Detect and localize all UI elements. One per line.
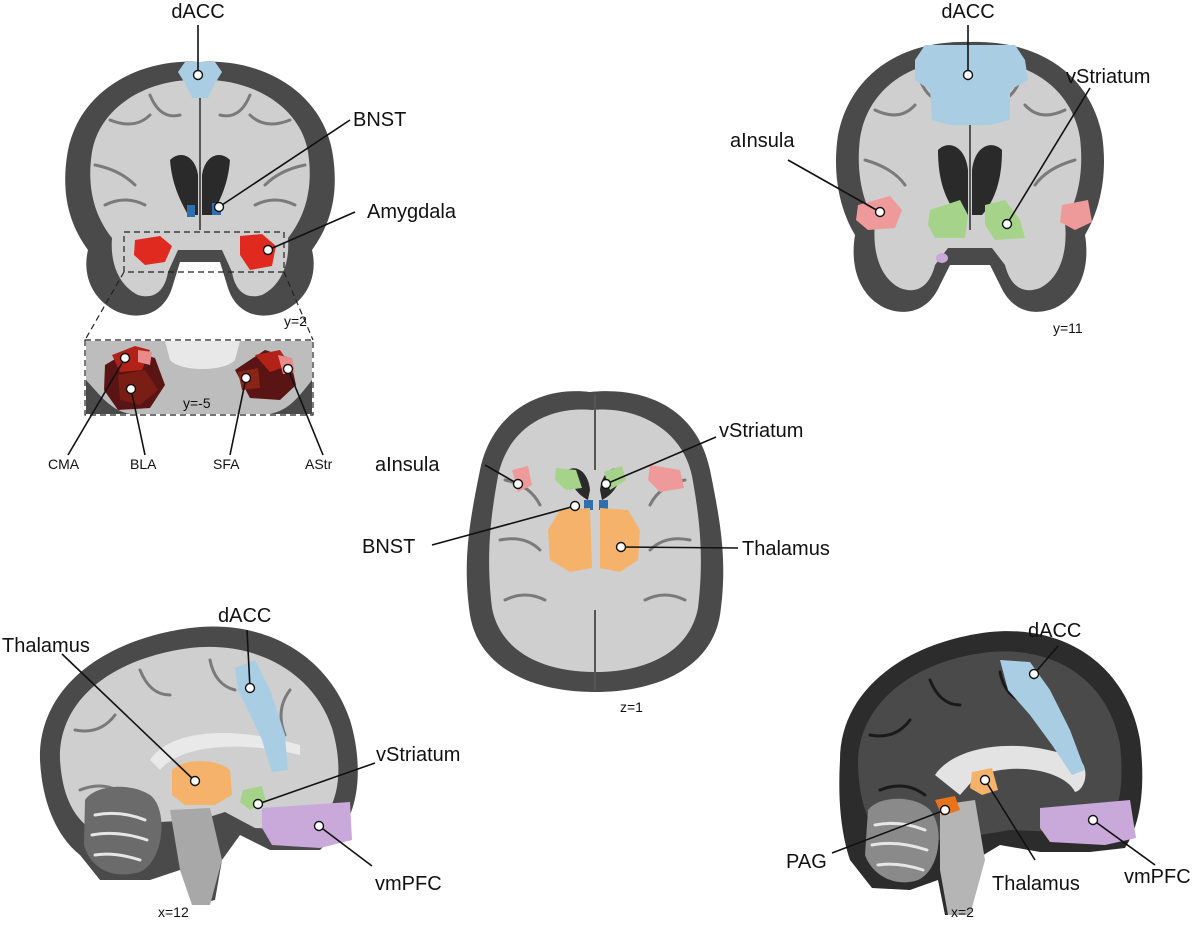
- label-thalamus-1: Thalamus: [742, 538, 830, 560]
- label-vStriatum-3: vStriatum: [376, 744, 460, 766]
- slice-coord-y-5: y=-5: [183, 395, 211, 411]
- label-SFA: SFA: [213, 456, 240, 472]
- label-vmPFC-2: vmPFC: [1124, 866, 1191, 888]
- slice-coord-x2: x=2: [951, 904, 974, 920]
- slice-coord-z1: z=1: [620, 699, 643, 715]
- panel-coronal-left: dACC BNST Amygdala y=2: [65, 1, 457, 341]
- label-BLA: BLA: [130, 456, 157, 472]
- label-dACC-1: dACC: [171, 1, 224, 23]
- label-CMA: CMA: [48, 456, 80, 472]
- label-dACC-3: dACC: [218, 605, 271, 627]
- label-thalamus-2: Thalamus: [2, 635, 90, 657]
- label-vStriatum-2: vStriatum: [719, 420, 803, 442]
- label-dACC-4: dACC: [1028, 620, 1081, 642]
- label-dACC-2: dACC: [941, 1, 994, 23]
- label-vStriatum-1: vStriatum: [1066, 66, 1150, 88]
- slice-coord-y2: y=2: [284, 313, 307, 329]
- label-BNST-2: BNST: [362, 536, 415, 558]
- label-aInsula-1: aInsula: [730, 130, 795, 152]
- label-aInsula-2: aInsula: [375, 454, 440, 476]
- label-amygdala: Amygdala: [367, 201, 457, 223]
- label-thalamus-3: Thalamus: [992, 873, 1080, 895]
- slice-coord-x12: x=12: [158, 904, 189, 920]
- label-vmPFC-1: vmPFC: [375, 873, 442, 895]
- panel-coronal-right: dACC aInsula vStriatum y=11: [730, 1, 1150, 336]
- panel-amygdala-zoom: y=-5 CMA BLA SFA AStr: [48, 339, 333, 472]
- label-AStr: AStr: [305, 456, 333, 472]
- panel-sagittal-right: dACC PAG Thalamus vmPFC x=2: [786, 620, 1191, 920]
- slice-coord-y11: y=11: [1053, 320, 1083, 336]
- label-PAG: PAG: [786, 851, 827, 873]
- panel-sagittal-left: Thalamus dACC vStriatum vmPFC x=12: [2, 605, 460, 920]
- label-BNST-1: BNST: [353, 109, 406, 131]
- panel-axial: aInsula vStriatum BNST Thalamus z=1: [362, 391, 830, 715]
